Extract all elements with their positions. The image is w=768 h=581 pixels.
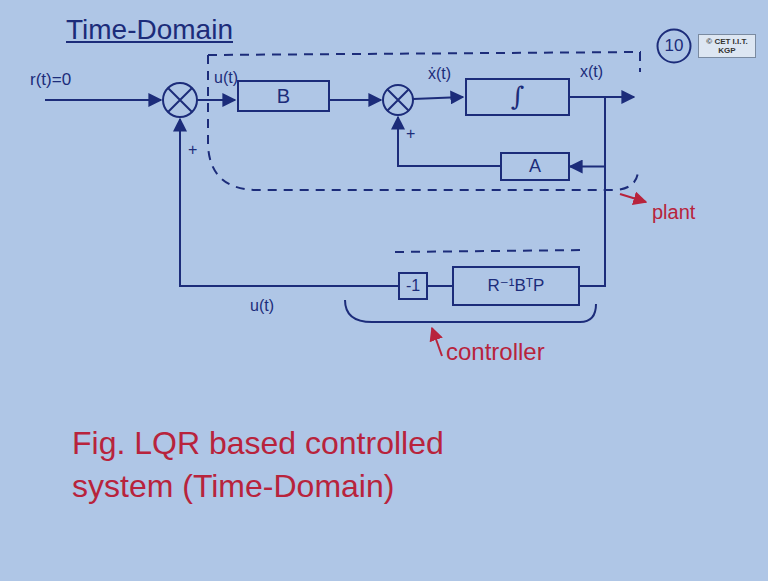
sign-label: +: [188, 140, 197, 159]
node-label: R⁻¹BᵀP: [488, 276, 545, 296]
node-label: ∫: [511, 82, 525, 112]
signal-wire: [197, 99, 235, 101]
junction-cross: [168, 88, 192, 112]
node-text-group: B: [277, 85, 290, 108]
signal-wire: [45, 99, 161, 101]
node-text-group: R⁻¹BᵀP: [488, 276, 545, 296]
signal-name: r(t)=0: [30, 70, 71, 90]
watermark-box: © CET I.I.T. KGP: [698, 34, 756, 58]
gain-box: -1: [398, 272, 428, 300]
group-label: controller: [446, 338, 545, 367]
node-text-group: © CET I.I.T. KGP: [702, 37, 752, 55]
leader-line: [432, 328, 442, 356]
junction-cross: [387, 89, 409, 111]
node-label: 10: [665, 36, 684, 56]
gain-box: R⁻¹BᵀP: [452, 266, 580, 306]
signal-wire: [180, 119, 398, 286]
controller-bracket: [395, 250, 585, 252]
group-label: plant: [652, 200, 695, 224]
signal-connector: [428, 285, 452, 287]
integrator-box: ∫: [465, 78, 570, 116]
figure-caption: Fig. LQR based controlled system (Time-D…: [72, 422, 542, 508]
signal-wire: [398, 117, 500, 166]
summing-junction: [163, 83, 197, 117]
signal-wire: [330, 99, 381, 101]
signal-connector: [570, 97, 605, 167]
node-text-group: -1: [406, 277, 420, 295]
node-label: -1: [406, 277, 420, 295]
node-text-group: ∫: [511, 82, 525, 112]
diagram-title: Time-Domain: [66, 14, 233, 46]
signal-name: x(t): [580, 62, 603, 81]
gain-box: B: [237, 80, 330, 112]
node-label: B: [277, 85, 290, 108]
node-text-group: 10: [665, 36, 684, 56]
controller-brace: [345, 300, 596, 322]
summing-junction: [383, 85, 413, 115]
signal-connector: [570, 97, 605, 286]
node-text-group: A: [529, 156, 541, 177]
gain-box: A: [500, 152, 570, 181]
leader-line: [620, 194, 646, 202]
node-label: A: [529, 156, 541, 177]
signal-name: u(t): [250, 296, 274, 315]
signal-name: u(t): [214, 68, 238, 87]
plant-bracket: [208, 52, 640, 190]
signal-wire: [413, 97, 463, 99]
sign-label: +: [406, 124, 415, 143]
signal-name: ẋ(t): [428, 64, 451, 83]
circle-outline: [658, 30, 691, 63]
page-number-circle: 10: [656, 28, 692, 64]
node-label: © CET I.I.T. KGP: [702, 37, 752, 55]
